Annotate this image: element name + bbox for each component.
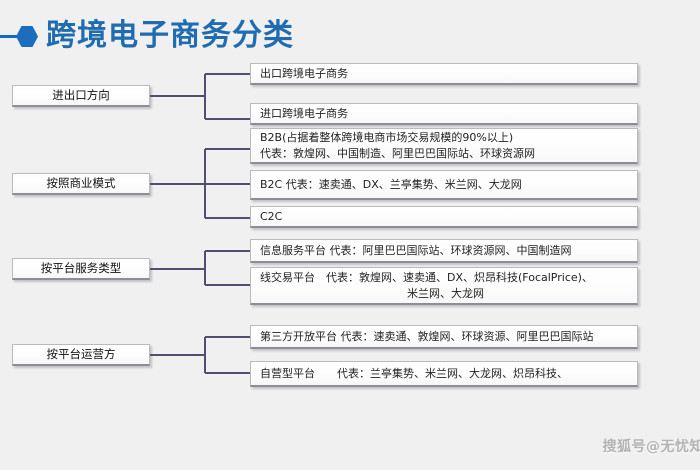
hexagon-icon <box>16 26 38 47</box>
leaf-node-third-party-open-platform[interactable]: 第三方开放平台 代表：速卖通、敦煌网、环球资源、阿里巴巴国际站 <box>250 325 638 349</box>
leaf-node-online-trading-platform[interactable]: 线交易平台 代表：敦煌网、速卖通、DX、炽昂科技(FocalPrice)、 米兰… <box>250 267 638 305</box>
leaf-node-b2b[interactable]: B2B(占据着整体跨境电商市场交易规模的90%以上) 代表：敦煌网、中国制造、阿… <box>250 128 638 164</box>
online-trading-line-1: 线交易平台 代表：敦煌网、速卖通、DX、炽昂科技(FocalPrice)、 <box>260 270 593 284</box>
category-node-import-export-direction[interactable]: 进出口方向 <box>12 85 150 107</box>
title-bullet <box>0 14 46 58</box>
b2b-line-2: 代表：敦煌网、中国制造、阿里巴巴国际站、环球资源网 <box>260 146 535 160</box>
online-trading-line-2: 米兰网、大龙网 <box>407 286 484 300</box>
category-node-by-business-model[interactable]: 按照商业模式 <box>12 173 150 195</box>
leaf-node-c2c[interactable]: C2C <box>250 206 638 228</box>
leaf-node-self-operated-platform[interactable]: 自营型平台 代表：兰亭集势、米兰网、大龙网、炽昂科技、 <box>250 361 638 387</box>
bullet-stem <box>0 35 20 38</box>
b2b-line-1: B2B(占据着整体跨境电商市场交易规模的90%以上) <box>260 130 514 144</box>
leaf-node-information-service-platform[interactable]: 信息服务平台 代表：阿里巴巴国际站、环球资源网、中国制造网 <box>250 239 638 263</box>
page-title: 跨境电子商务分类 <box>46 18 294 53</box>
page-title-row: 跨境电子商务分类 <box>0 14 294 58</box>
leaf-node-b2c[interactable]: B2C 代表：速卖通、DX、兰亭集势、米兰网、大龙网 <box>250 170 638 200</box>
category-node-by-platform-operator[interactable]: 按平台运营方 <box>12 344 150 366</box>
category-node-by-platform-service-type[interactable]: 按平台服务类型 <box>12 258 150 280</box>
watermark: 搜狐号@无忧知 <box>602 439 700 455</box>
leaf-node-import-cross-border[interactable]: 进口跨境电子商务 <box>250 103 638 125</box>
leaf-node-export-cross-border[interactable]: 出口跨境电子商务 <box>250 63 638 85</box>
